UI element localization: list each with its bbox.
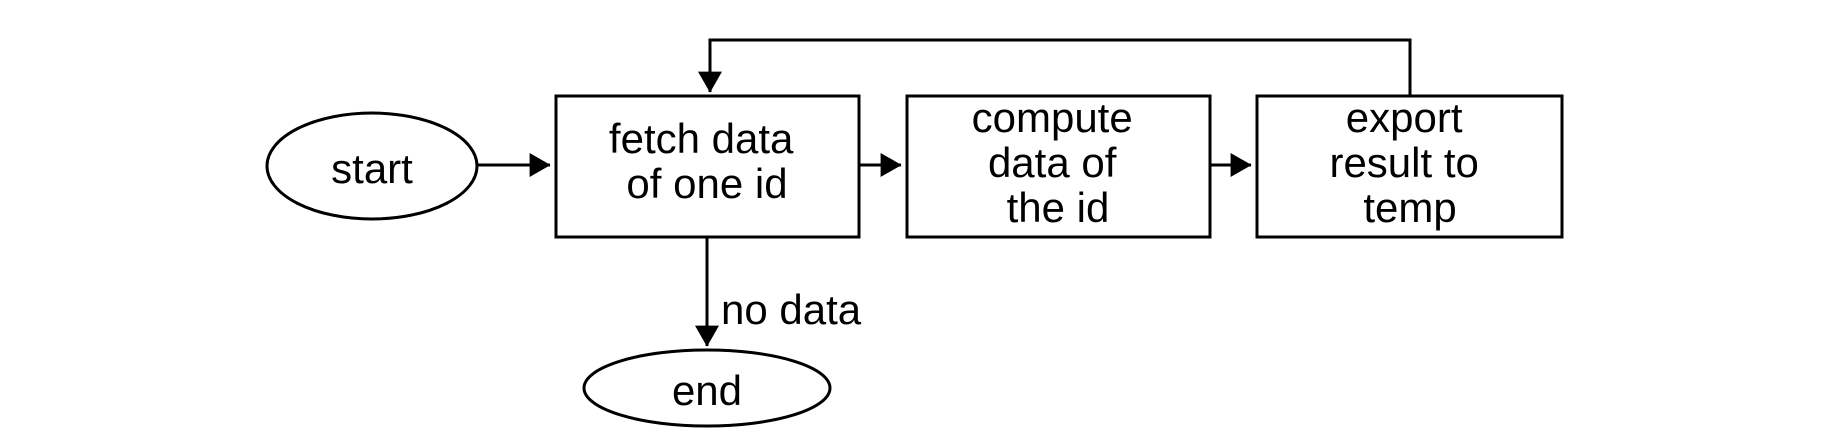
fetch-label: fetch data of one id bbox=[609, 115, 805, 207]
end-node bbox=[582, 348, 832, 428]
fetch-node bbox=[554, 94, 861, 239]
edges bbox=[477, 38, 1412, 347]
end-label: end bbox=[672, 367, 742, 414]
start-label: start bbox=[331, 145, 413, 192]
export-node bbox=[1255, 94, 1564, 239]
compute-node bbox=[905, 94, 1212, 239]
nodes: start fetch data of one id compute data … bbox=[265, 94, 1564, 428]
no-data-label: no data bbox=[721, 286, 862, 333]
start-node bbox=[265, 111, 479, 221]
export-label: export result to temp bbox=[1329, 94, 1490, 231]
compute-label: compute data of the id bbox=[972, 94, 1145, 231]
edge-export-loopback-to-fetch bbox=[698, 38, 1412, 96]
